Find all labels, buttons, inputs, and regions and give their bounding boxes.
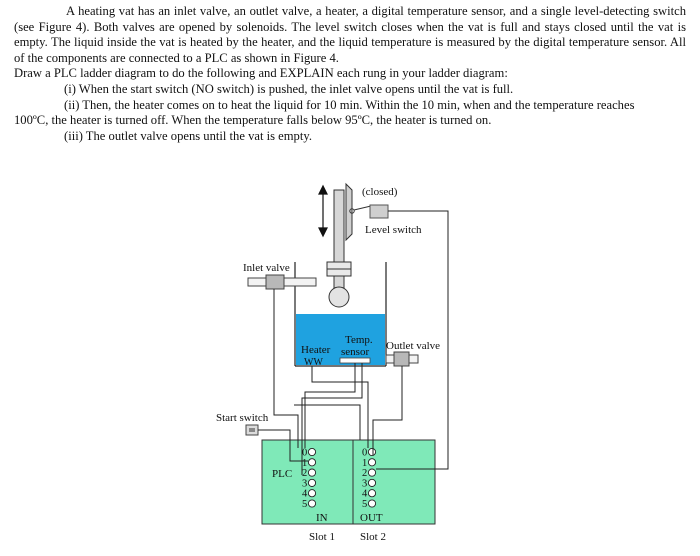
out-terminal-label-3: 3 (362, 478, 367, 489)
inlet-pipe (247, 274, 317, 290)
start-switch-button (249, 428, 255, 432)
in-terminal-label-4: 4 (302, 489, 308, 500)
problem-item-1: (i) When the start switch (NO switch) is… (64, 81, 514, 96)
out-terminal-label-0: 0 (362, 448, 367, 459)
temp-sensor-label-2: sensor (341, 346, 369, 358)
float-movement-arrow (318, 184, 328, 238)
in-terminal-1 (307, 458, 317, 467)
wiring (258, 210, 449, 475)
in-label: IN (316, 512, 328, 524)
slot2-label: Slot 2 (360, 531, 386, 543)
out-terminal-3 (367, 478, 377, 487)
slot1-label: Slot 1 (309, 531, 335, 543)
level-float-mechanism (326, 182, 353, 308)
level-switch (349, 204, 389, 219)
closed-label: (closed) (362, 186, 398, 198)
problem-item-2a: (ii) Then, the heater comes on to heat t… (64, 97, 635, 112)
in-terminal-0 (307, 447, 317, 457)
in-terminal-label-3: 3 (302, 478, 307, 489)
out-label: OUT (360, 512, 383, 524)
problem-item-2b: 100ºC, the heater is turned off. When th… (14, 113, 492, 128)
vat-liquid (296, 314, 385, 365)
out-terminal-5 (367, 499, 377, 508)
out-terminal-label-5: 5 (362, 499, 367, 510)
out-terminal-0 (367, 447, 377, 457)
plc-box (261, 439, 436, 525)
in-terminal-label-5: 5 (302, 499, 307, 510)
level-switch-label: Level switch (365, 224, 422, 236)
problem-statement: A heating vat has an inlet valve, an out… (14, 4, 686, 144)
outlet-pipe (385, 351, 419, 367)
out-terminal-2 (367, 468, 377, 477)
temp-sensor-label-1: Temp. (345, 334, 373, 346)
in-terminal-label-0: 0 (302, 448, 307, 459)
out-terminal-1 (367, 458, 377, 467)
in-terminal-3 (307, 478, 317, 487)
out-terminal-4 (367, 489, 377, 498)
problem-intro: A heating vat has an inlet valve, an out… (14, 4, 686, 65)
start-switch-label: Start switch (216, 412, 269, 424)
inlet-valve-label: Inlet valve (243, 262, 290, 274)
in-terminal-label-2: 2 (302, 468, 307, 479)
problem-item-3: (iii) The outlet valve opens until the v… (64, 128, 312, 143)
in-terminal-4 (307, 489, 317, 498)
plc-label: PLC (272, 468, 292, 480)
out-terminal-label-1: 1 (362, 458, 367, 469)
out-terminal-label-2: 2 (362, 468, 367, 479)
in-terminal-label-1: 1 (302, 458, 307, 469)
heater-label: Heater (301, 344, 331, 356)
outlet-valve-label: Outlet valve (386, 340, 440, 352)
problem-task: Draw a PLC ladder diagram to do the foll… (14, 66, 508, 81)
heater-symbol: WW (304, 357, 323, 368)
in-terminal-5 (307, 499, 317, 508)
in-terminal-2 (307, 468, 317, 477)
out-terminal-label-4: 4 (362, 489, 368, 500)
temp-sensor (339, 357, 371, 364)
